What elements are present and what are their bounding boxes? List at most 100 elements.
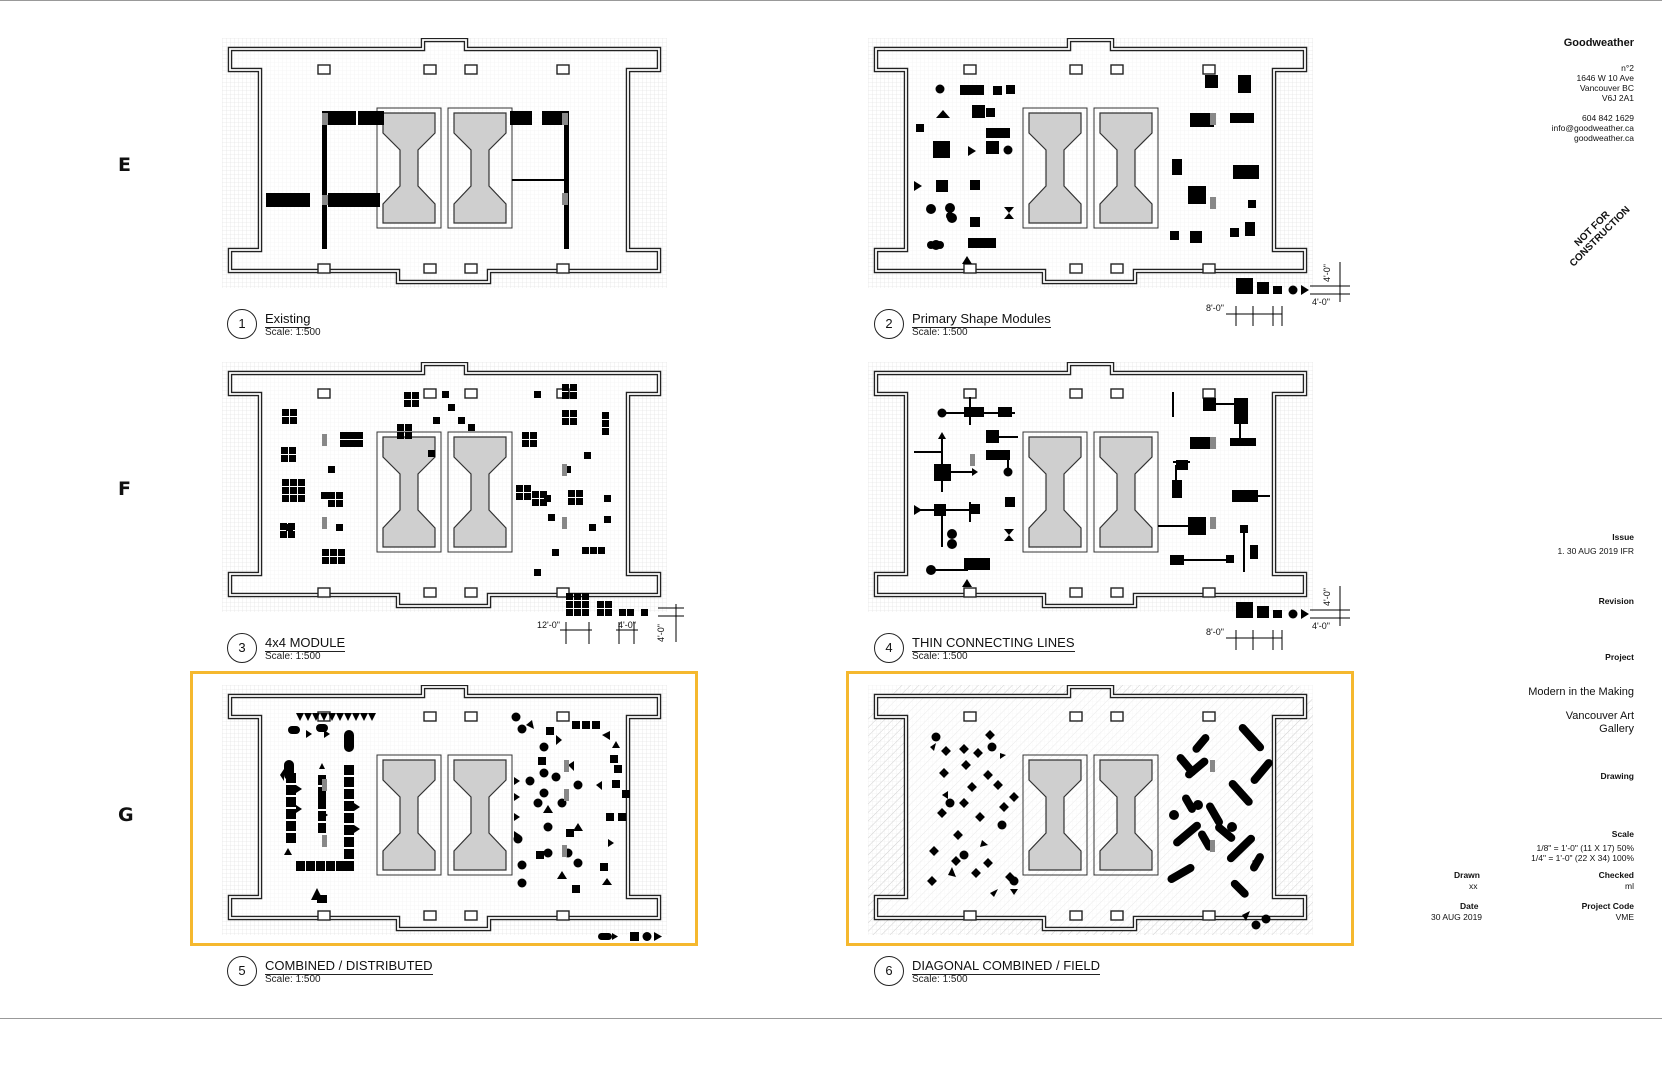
module-block [322,835,327,847]
plan-title-4: THIN CONNECTING LINES [912,635,1075,652]
module-block [576,498,583,505]
module-triangle [602,731,610,740]
module-diamond [937,808,947,818]
module-block [322,557,329,564]
module-block [564,789,569,801]
project-name: Modern in the Making [1528,686,1634,698]
module-bar [1173,821,1201,847]
module-block [562,845,567,857]
module-circle [946,212,954,220]
scale-values: 1/8" = 1'-0" (11 X 17) 50% 1/4" = 1'-0" … [1531,843,1634,863]
module-block [562,418,569,425]
module-triangle [514,777,520,785]
module-block [344,849,354,859]
module-bar [1230,879,1249,898]
drawn-label: Drawn [1454,870,1480,880]
plan-number-3: 3 [227,633,257,663]
module-block [970,180,980,190]
wall-column [317,587,331,598]
module-block [1232,490,1258,502]
floor-plan-6 [868,685,1313,935]
module-block [998,407,1012,417]
module-block [592,721,600,729]
plan-number-4: 4 [874,633,904,663]
module-block [344,777,354,787]
module-block [412,400,419,407]
project-client: Vancouver Art Gallery [1566,710,1634,736]
service-core [382,112,436,224]
module-block [530,432,537,439]
date-value: 30 AUG 2019 [1431,912,1483,922]
plan-number-2: 2 [874,309,904,339]
module-block [1170,555,1184,565]
module-triangle [514,831,520,839]
module-diamond [971,868,981,878]
module-block [286,809,296,819]
module-diamond [961,760,971,770]
module-block [1234,398,1248,424]
module-circle [926,204,936,214]
dim-label-4ft-vertical: 4'-0" [1322,264,1332,282]
module-block [612,780,620,788]
module-block [970,217,980,227]
module-triangle [354,803,360,811]
module-circle [1003,467,1013,477]
module-block [548,514,555,521]
module-block [280,531,287,538]
floor-plan-4 [868,362,1313,612]
module-block [1233,165,1259,179]
module-block [282,495,289,502]
dim-label-4ft: 4'-0" [1312,621,1330,631]
module-block [916,124,924,132]
module-block [972,105,985,118]
module-block [570,418,577,425]
module-diamond [951,856,961,866]
floor-plan-1 [222,38,667,288]
module-circle [1003,145,1013,155]
module-triangle [296,713,304,721]
module-circle [525,776,535,786]
module-block [322,517,327,529]
module-circle [543,822,553,832]
module-block [344,861,354,871]
module-block [356,432,363,439]
module-block [570,410,577,417]
module-block [344,837,354,847]
module-triangle [514,793,520,801]
module-block [1210,840,1215,852]
wall-column [963,64,977,75]
module-block [286,797,296,807]
module-block [986,128,1010,138]
scale-label: Scale [1611,829,1634,839]
module-block [352,440,359,447]
wall-column [556,587,570,598]
module-block [964,558,990,570]
core-frame [1022,431,1088,553]
module-triangle [968,146,976,156]
module-block [1226,555,1234,563]
plan-title-5: COMBINED / DISTRIBUTED [265,958,433,975]
module-triangle [602,878,612,885]
module-block [282,417,289,424]
module-block [622,790,630,798]
module-triangle [304,713,312,721]
floor-plan-5 [222,685,667,935]
module-diamond [929,846,939,856]
building-wall-inner [229,686,660,930]
project-label: Project [1605,652,1634,662]
module-block [552,549,559,556]
module-circle [947,529,957,539]
module-block [290,409,297,416]
module-triangle [1004,207,1014,213]
module-triangle [568,761,574,771]
module-block [582,547,589,554]
module-triangle [514,813,520,821]
module-bar [1228,779,1253,806]
core-frame [1093,431,1159,553]
wall-column [963,388,977,399]
module-block [614,765,622,773]
floor-plan-3 [222,362,667,612]
module-block [524,493,531,500]
module-block [1230,438,1256,446]
module-block [584,452,591,459]
